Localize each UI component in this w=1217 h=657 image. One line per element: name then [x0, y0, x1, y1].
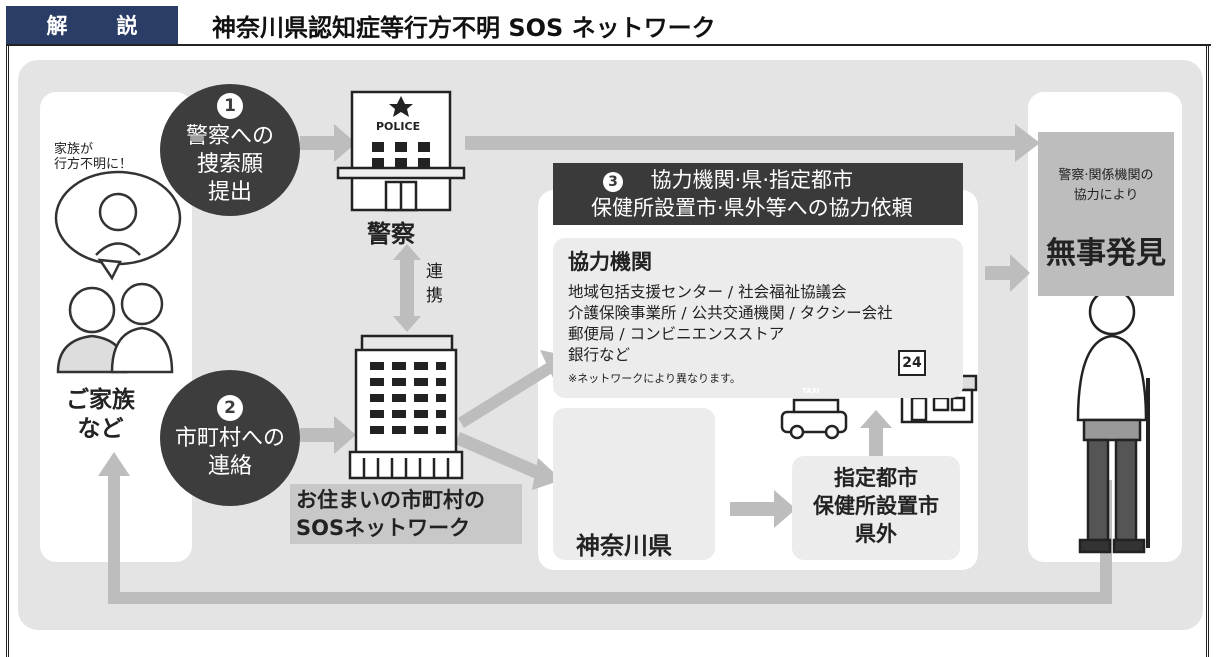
step1-number: 1 — [217, 93, 243, 119]
result-main: 無事発見 — [1046, 236, 1166, 271]
step2-circle: 2 市町村への 連絡 — [160, 370, 300, 506]
step1-label: 警察への 捜索願 提出 — [185, 124, 274, 205]
step2-number: 2 — [217, 395, 243, 421]
step1-circle: 1 警察への 捜索願 提出 — [160, 84, 300, 216]
arrow-police-to-result — [465, 136, 1020, 150]
cooperating-line: 郵便局 / コンビニエンスストア — [568, 325, 785, 343]
cooperating-line: 銀行など — [568, 346, 631, 364]
arrow-step2-to-municipal — [300, 428, 340, 442]
family-illustration — [54, 170, 182, 374]
arrow-step1-to-police — [300, 136, 340, 150]
police-building — [336, 90, 466, 212]
result-sub: 警察·関係機関の 協力により — [1058, 168, 1154, 203]
header: 解 説 神奈川県認知症等行方不明 SOS ネットワーク — [0, 0, 1217, 46]
page-title: 神奈川県認知症等行方不明 SOS ネットワーク — [212, 14, 716, 42]
step3-number: 3 — [603, 172, 623, 192]
arrow-to-designated — [730, 502, 780, 516]
arrow-link — [400, 258, 414, 318]
cooperating-list: 地域包括支援センター / 社会福祉協議会 介護保険事業所 / 公共交通機関 / … — [568, 282, 893, 366]
family-label: ご家族 など — [66, 387, 135, 442]
header-rule — [6, 44, 1211, 46]
arrow-designated-up — [869, 425, 883, 461]
cooperating-note: ※ネットワークにより異なります。 — [568, 372, 741, 385]
step3-label: 協力機関·県·指定都市 保健所設置市·県外等への協力依頼 — [591, 168, 913, 220]
municipal-label: お住まいの市町村の SOSネットワーク — [290, 484, 522, 544]
police-label: 警察 — [367, 220, 415, 248]
municipal-windows — [370, 362, 446, 434]
cooperating-line: 地域包括支援センター / 社会福祉協議会 — [568, 283, 847, 301]
store-24-sign: 24 — [898, 350, 926, 376]
elder-illustration — [1076, 288, 1150, 554]
arrow-cooperating-to-result — [985, 266, 1013, 280]
step2-label: 市町村への 連絡 — [174, 426, 285, 479]
frame — [6, 46, 1209, 657]
designated-box — [792, 456, 960, 560]
result-badge — [1038, 132, 1174, 296]
cooperating-box — [553, 238, 963, 398]
prefecture-box — [553, 408, 715, 560]
family-bubble-text: 家族が 行方不明に！ — [54, 142, 133, 172]
arrow-to-cooperating — [458, 362, 554, 428]
step3-header: 協力機関·県·指定都市 保健所設置市·県外等への協力依頼 — [553, 163, 963, 225]
section-tag: 解 説 — [6, 6, 178, 44]
cooperating-title: 協力機関 — [568, 250, 652, 274]
cooperating-line: 介護保険事業所 / 公共交通機関 / タクシー会社 — [568, 304, 893, 322]
police-sign: POLICE — [376, 120, 421, 133]
municipal-building — [348, 334, 464, 480]
arrow-to-prefecture — [455, 432, 548, 482]
link-label: 連 携 — [426, 262, 443, 306]
prefecture-label: 神奈川県 — [576, 532, 672, 560]
taxi-sign: TAXI — [802, 387, 820, 395]
designated-label: 指定都市 保健所設置市 県外 — [813, 466, 939, 546]
